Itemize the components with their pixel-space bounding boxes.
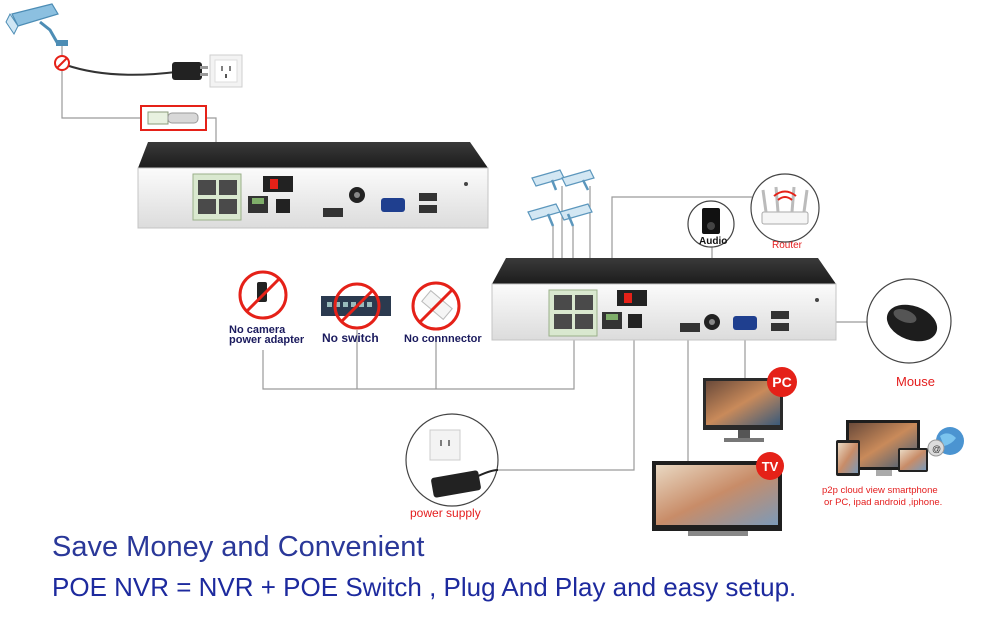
svg-text:@: @ bbox=[932, 444, 941, 454]
p2p-label-line1: p2p cloud view smartphone bbox=[822, 485, 938, 496]
no-adapter-label-line1: No camera bbox=[229, 324, 286, 336]
prohibited-icon-adapter bbox=[238, 270, 288, 320]
camera-icon-2 bbox=[561, 169, 595, 191]
p2p-label: p2p cloud view smartphone or PC, ipad an… bbox=[822, 485, 942, 509]
prohibited-icon-cable bbox=[54, 55, 70, 71]
nvr-unit-1 bbox=[137, 142, 489, 229]
tv-badge: TV bbox=[756, 452, 784, 480]
subline: POE NVR = NVR + POE Switch , Plug And Pl… bbox=[52, 572, 797, 602]
power-adapter-icon bbox=[172, 62, 208, 80]
prohibited-icon-connector bbox=[411, 281, 461, 331]
camera-icon-1 bbox=[531, 169, 565, 191]
headline: Save Money and Convenient bbox=[52, 531, 425, 563]
no-adapter-label: No camera power adapter bbox=[229, 324, 305, 346]
rj45-connector-icon bbox=[140, 105, 207, 131]
mouse-icon bbox=[866, 278, 952, 364]
router-label: Router bbox=[772, 240, 803, 251]
camera-icon-group bbox=[527, 169, 595, 227]
camera-icon-top-left bbox=[5, 3, 68, 46]
connection-lines bbox=[61, 45, 880, 471]
nvr-unit-2 bbox=[491, 258, 837, 341]
wall-socket-icon bbox=[209, 54, 243, 88]
no-adapter-label-line2: power adapter bbox=[229, 334, 305, 346]
globe-icon: @ bbox=[927, 427, 964, 457]
camera-icon-3 bbox=[527, 203, 561, 227]
power-supply-icon bbox=[405, 413, 499, 507]
devices-icon bbox=[836, 420, 928, 476]
mouse-label: Mouse bbox=[896, 374, 936, 389]
audio-label: Audio bbox=[699, 236, 728, 247]
audio-speaker-icon bbox=[687, 200, 735, 248]
power-supply-label: power supply bbox=[410, 506, 481, 520]
tv-icon bbox=[652, 461, 782, 536]
no-connector-label: No connnector bbox=[404, 333, 482, 345]
pc-badge: PC bbox=[767, 367, 797, 397]
router-icon bbox=[750, 173, 820, 243]
prohibited-icon-switch bbox=[321, 282, 391, 330]
no-switch-label: No switch bbox=[322, 331, 379, 345]
camera-icon-4 bbox=[559, 203, 593, 227]
p2p-label-line2: or PC, ipad android ,iphone. bbox=[824, 497, 943, 508]
